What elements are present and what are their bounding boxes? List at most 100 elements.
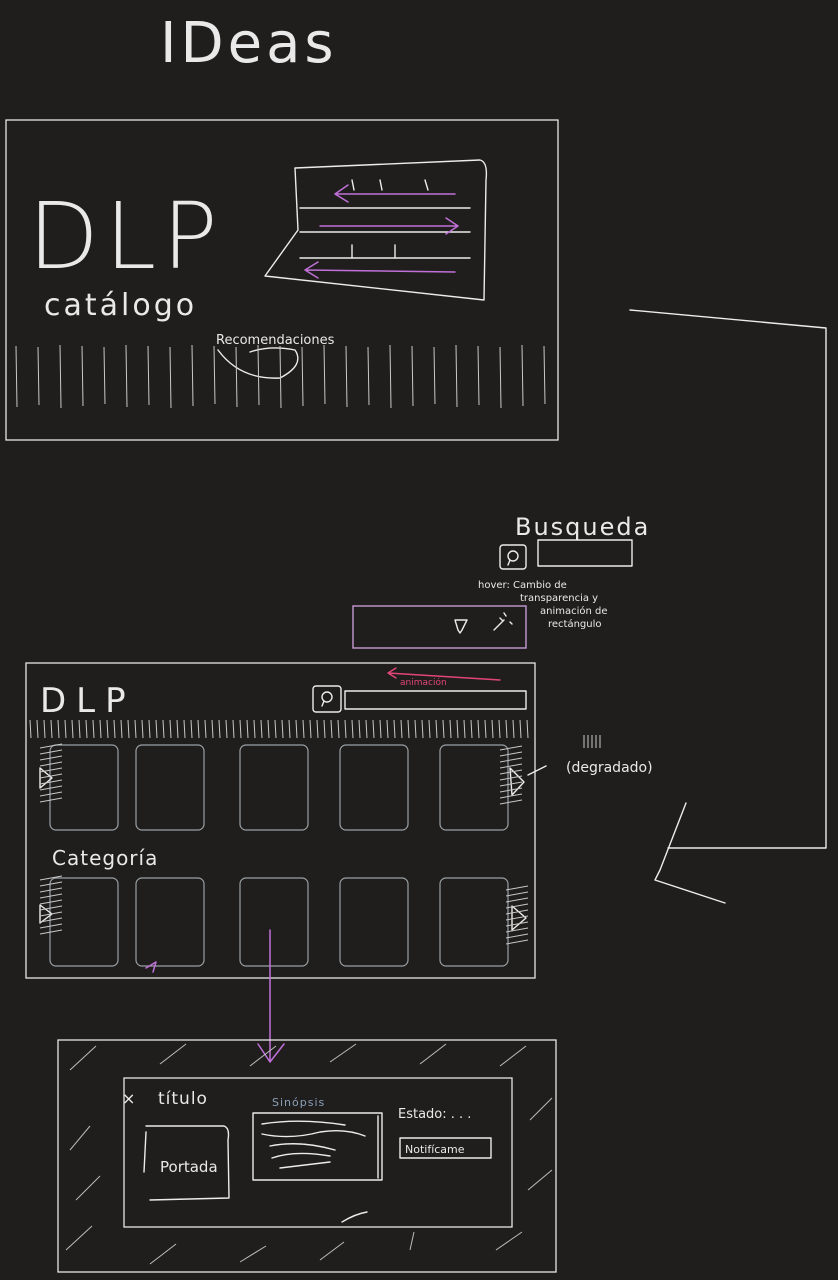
cover-box [145,1125,230,1201]
strip-tick [295,719,298,739]
layout-header-strip [29,719,529,739]
gradient-stroke [505,939,529,945]
animation-arrow [387,667,501,681]
gradient-stroke [39,785,63,791]
strip-tick [225,719,228,739]
carousel-card[interactable] [135,744,205,831]
strip-tick [213,345,216,405]
strip-tick [367,346,370,406]
search-idea-title: Busqueda [515,513,650,541]
strip-tick [512,719,515,739]
row2-prev-arrow[interactable] [39,904,53,924]
gradient-stroke [39,875,63,881]
strip-tick [543,345,546,405]
gradient-stroke [499,799,523,805]
strip-tick [176,719,179,739]
carousel-card[interactable] [439,877,509,967]
strip-tick [316,719,319,739]
hatch-stroke [149,1243,177,1265]
detail-overlay-frame [57,1039,557,1273]
strip-tick [498,719,501,739]
synopsis-scribble [261,1120,366,1169]
layout-search-icon[interactable] [312,685,342,713]
cover-label: Portada [160,1158,218,1176]
strip-tick [169,719,172,739]
strip-tick [64,719,67,739]
carousel-card[interactable] [239,877,309,967]
gradient-stroke [499,769,523,775]
strip-tick [372,719,375,739]
carousel-card[interactable] [339,744,409,831]
search-idea: Busqueda hover: Cambio de transparencia … [352,513,650,649]
gradient-stroke [39,797,63,803]
gradient-stroke [39,791,63,797]
layout-search-field[interactable] [344,690,527,710]
recommendations-strip [15,344,546,409]
strip-tick [411,345,414,407]
carousel-card[interactable] [49,744,119,831]
gradient-stroke [499,763,523,769]
gradient-stroke [499,751,523,757]
gradient-stroke [39,755,63,761]
strip-tick [253,719,256,739]
strip-tick [433,346,436,405]
carousel-card[interactable] [339,877,409,967]
gradient-ticks [39,735,601,945]
gradient-stroke [499,757,523,763]
gradient-stroke [505,933,529,939]
close-icon[interactable]: × [122,1089,135,1108]
layout-logo: DLP [40,681,136,721]
strip-tick [127,719,130,739]
gradient-stroke [505,885,529,891]
gradient-stroke [39,911,63,917]
strip-tick [463,719,466,739]
gradient-stroke [39,881,63,887]
strip-tick [120,719,123,739]
hatch-stroke [529,1097,553,1121]
strip-tick [526,719,529,739]
carousel-card[interactable] [49,877,119,967]
strip-tick [125,344,128,408]
category-label: Categoría [52,846,158,870]
carousel-card[interactable] [239,744,309,831]
modal-scribble [341,1211,368,1223]
strip-tick [442,719,445,739]
strip-tick [302,719,305,739]
gradient-stroke [499,781,523,787]
flow-arrow-to-layout [629,309,827,904]
hover-note-line-1: hover: Cambio de [478,580,567,591]
strip-tick [260,719,263,739]
strip-tick [414,719,417,739]
strip-tick [148,719,151,739]
sketch-main-layout: DLP animación Categoría [25,662,536,979]
detail-title-label: título [158,1089,208,1109]
strip-tick [81,345,84,407]
strip-tick [379,719,382,739]
synopsis-box [252,1112,383,1181]
hatch-stroke [159,1043,187,1065]
strip-tick [435,719,438,739]
strip-tick [191,344,194,407]
strip-tick [344,719,347,739]
strip-tick [274,719,277,739]
notify-button[interactable] [399,1137,492,1159]
strip-tick [449,719,452,739]
hover-rectangle-sketch [352,605,527,649]
gradient-stroke [39,779,63,785]
gradient-stroke [499,787,523,793]
carousel-card[interactable] [439,744,509,831]
strip-tick [197,719,200,739]
carousel-card[interactable] [135,877,205,967]
strip-tick [29,719,32,739]
strip-tick [162,719,165,739]
banner-sketch [264,159,488,301]
strip-tick [235,346,238,408]
hatch-stroke [329,1043,357,1063]
strip-tick [519,719,522,739]
carousel-row-2 [49,877,509,967]
gradient-stroke [39,929,63,935]
cursor-icon [454,619,468,634]
strip-tick [147,345,150,406]
hatch-stroke [499,1045,527,1067]
hatch-stroke [69,1125,91,1151]
